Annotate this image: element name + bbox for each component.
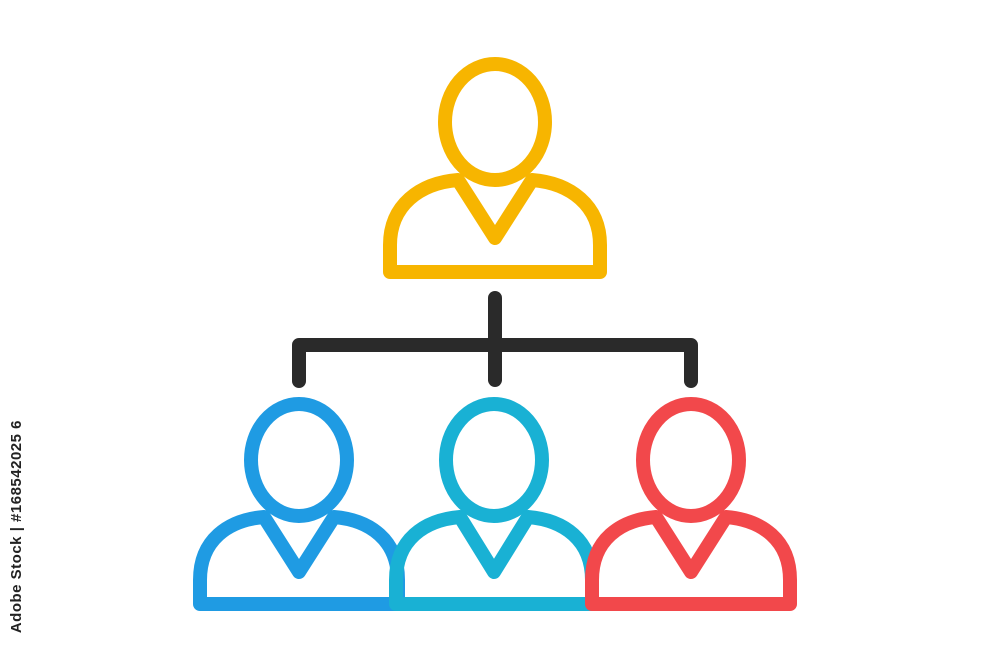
- connector-lines: [292, 291, 698, 388]
- person-head: [244, 397, 354, 523]
- person-body: [193, 510, 405, 611]
- person-icon: [193, 397, 405, 611]
- person-icon: [383, 57, 607, 279]
- person-icon: [585, 397, 797, 611]
- stock-id-watermark: Adobe Stock | #168542025 6: [8, 420, 25, 634]
- person-head: [636, 397, 746, 523]
- person-body: [585, 510, 797, 611]
- person-head: [439, 397, 549, 523]
- person-icon: [389, 397, 599, 611]
- connector-bar: [292, 338, 698, 388]
- person-body: [389, 510, 599, 611]
- person-head: [438, 57, 552, 187]
- person-body: [383, 173, 607, 279]
